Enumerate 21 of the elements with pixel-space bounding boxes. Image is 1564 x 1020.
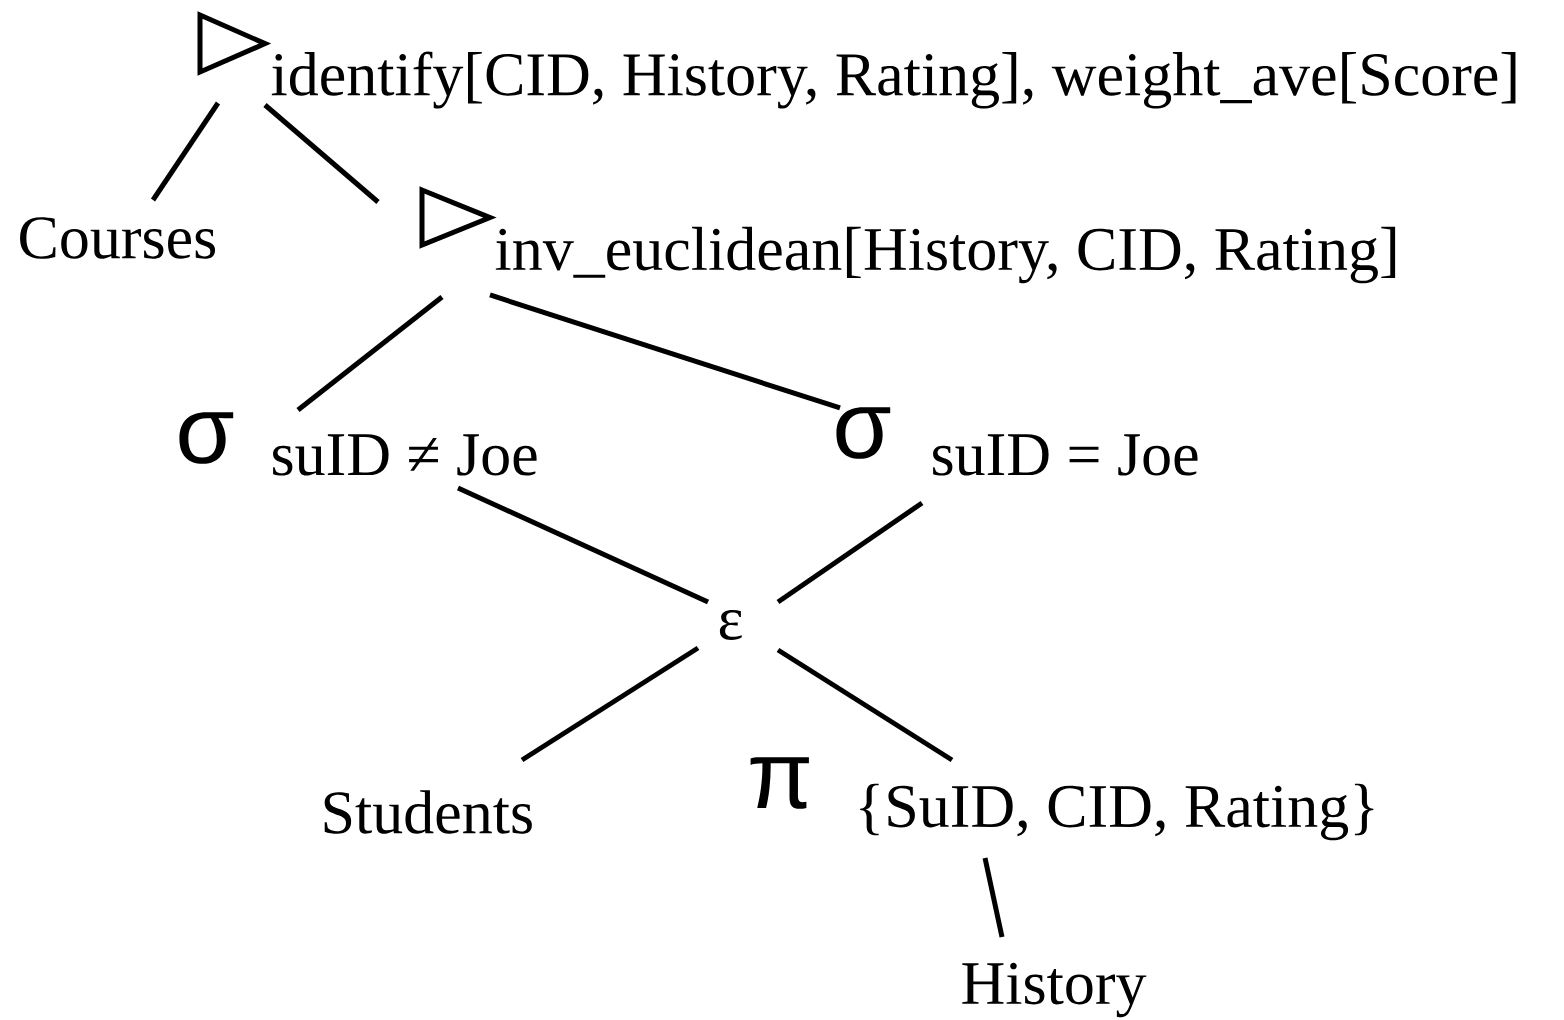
connector-line xyxy=(263,103,380,204)
connector-line xyxy=(456,485,710,605)
relation-label: History xyxy=(962,962,1147,1018)
connector-line xyxy=(520,645,700,763)
subscript-text: suID = Joe xyxy=(933,434,1198,476)
relation-label: Students xyxy=(324,790,532,834)
operator-symbol: σ xyxy=(836,407,891,459)
subscript-text: identify[CID, History, Rating], weight_ave[Score] xyxy=(271,51,1516,109)
connector-line xyxy=(982,857,1005,938)
operator-symbol: ε xyxy=(719,610,742,640)
subscript-text: inv_euclidean[History, CID, Rating] xyxy=(495,226,1396,284)
connector-line xyxy=(489,292,841,411)
connector-line xyxy=(776,500,924,605)
operator-symbol: π xyxy=(750,757,809,809)
connector-line xyxy=(296,295,444,412)
relation-label: Courses xyxy=(20,217,216,259)
connector-line xyxy=(776,647,954,763)
connector-line xyxy=(150,101,221,202)
operator-symbol: σ xyxy=(179,412,234,464)
subscript-text: suID ≠ Joe xyxy=(273,434,537,476)
subscript-text: {SuID, CID, Rating} xyxy=(860,783,1374,841)
